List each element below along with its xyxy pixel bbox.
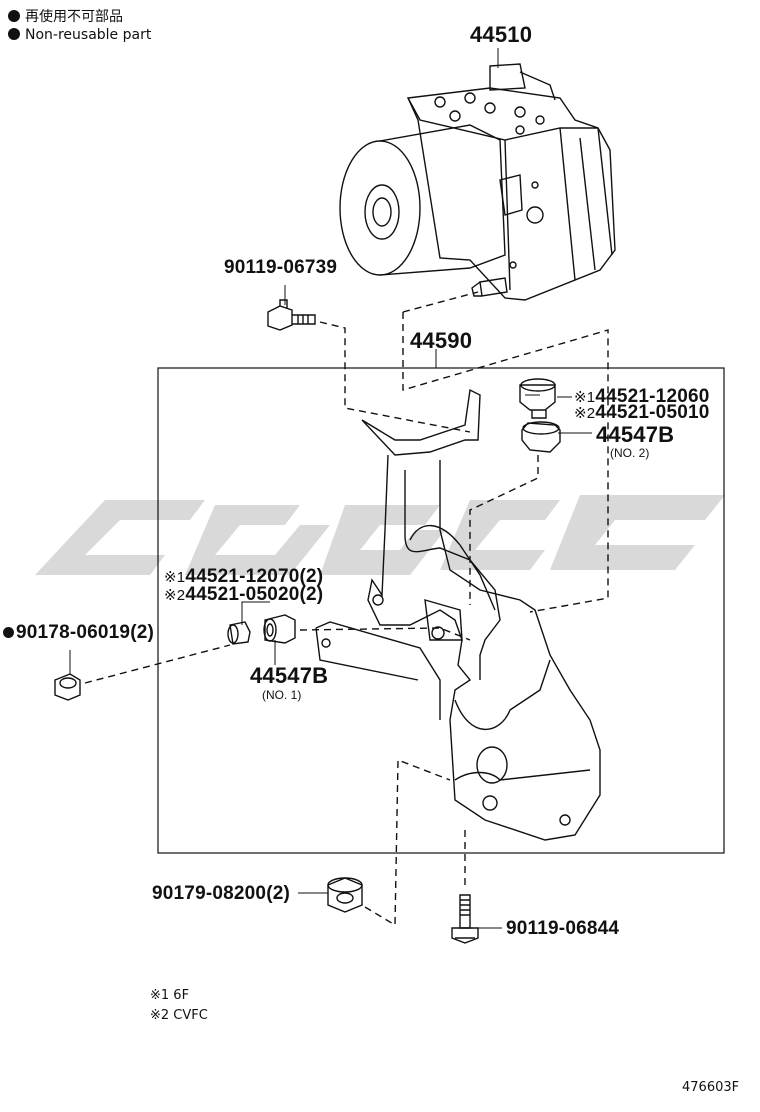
collar-44521-12070 <box>227 621 251 645</box>
mark-2: ※2 <box>574 405 596 422</box>
part-number-text: 90178-06019(2) <box>16 622 155 643</box>
grommet-44547b-no1 <box>263 614 296 644</box>
note-1: ※1 6F <box>150 988 190 1003</box>
abs-actuator-44510 <box>339 63 616 301</box>
legend-line2-text: Non-reusable part <box>25 27 152 43</box>
bracket-assembly-frame <box>157 367 725 854</box>
non-reusable-bullet-icon <box>3 627 14 638</box>
part-label-90179-08200[interactable]: 90179-08200(2) <box>152 883 291 904</box>
part-label-44547b-top[interactable]: 44547B <box>596 422 675 447</box>
mark-2: ※2 <box>164 587 186 604</box>
part-label-44547b-left[interactable]: 44547B <box>250 663 329 688</box>
nut-90178-06019 <box>54 673 81 701</box>
non-reusable-bullet-icon <box>8 28 20 40</box>
mark-1: ※1 <box>164 569 186 586</box>
part-number-text: 44521-05010 <box>595 402 710 423</box>
part-label-90119-06739[interactable]: 90119-06739 <box>224 257 338 278</box>
part-label-90119-06844[interactable]: 90119-06844 <box>506 918 620 939</box>
part-label-44521-12060[interactable]: ※144521-12060 <box>574 386 710 408</box>
part-label-90178-06019[interactable]: 90178-06019(2) <box>3 622 154 644</box>
part-label-44521-12070[interactable]: ※144521-12070(2) <box>164 566 323 588</box>
part-label-44590[interactable]: 44590 <box>410 328 473 353</box>
part-sublabel-no1: (NO. 1) <box>262 688 302 702</box>
note-2: ※2 CVFC <box>150 1008 208 1023</box>
part-number-text: 44521-12070(2) <box>185 566 324 587</box>
grommet-44547b-no2 <box>519 378 561 453</box>
bracket-44590 <box>315 388 601 841</box>
part-label-44521-05020[interactable]: ※244521-05020(2) <box>164 584 323 606</box>
mark-1: ※1 <box>574 389 596 406</box>
nut-90179-08200 <box>327 877 363 913</box>
part-sublabel-no2: (NO. 2) <box>610 446 650 460</box>
figure-id: 476603F <box>682 1080 740 1095</box>
part-number-text: 44521-12060 <box>595 386 710 407</box>
legend-line1-text: 再使用不可部品 <box>25 9 123 25</box>
legend-non-reusable-jp: 再使用不可部品 <box>8 6 123 26</box>
bolt-90119-06739 <box>267 299 316 331</box>
part-label-44510[interactable]: 44510 <box>470 22 533 47</box>
legend-non-reusable-en: Non-reusable part <box>8 27 151 43</box>
part-label-44521-05010[interactable]: ※244521-05010 <box>574 402 710 424</box>
part-number-text: 44521-05020(2) <box>185 584 324 605</box>
non-reusable-bullet-icon <box>8 10 20 22</box>
bolt-90119-06844 <box>451 894 479 944</box>
